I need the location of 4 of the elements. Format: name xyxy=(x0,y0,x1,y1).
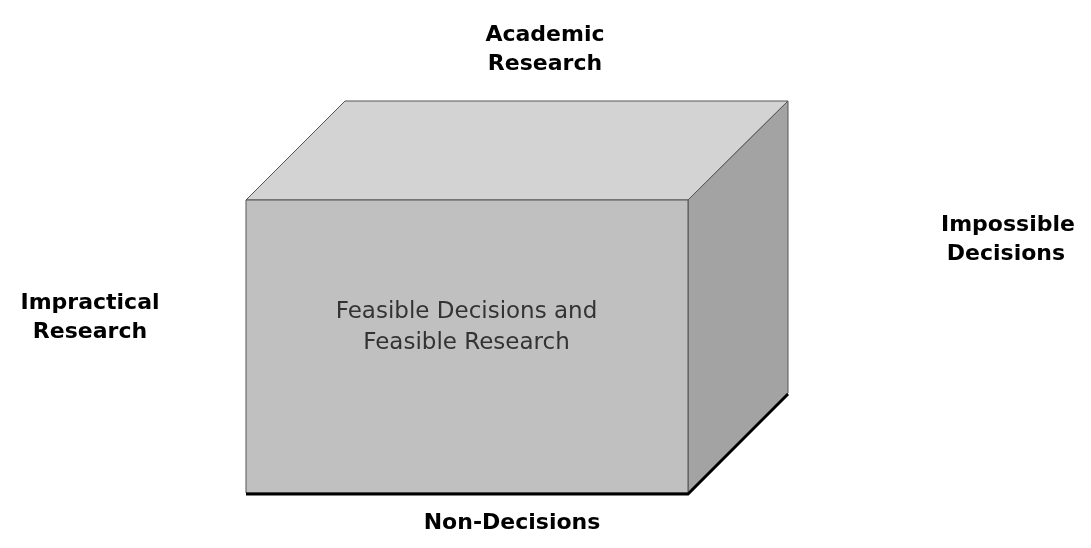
axis-label: Non-Decisions xyxy=(422,507,602,536)
axis-label: Impractical Research xyxy=(20,288,160,345)
box-label: Feasible Decisions and Feasible Research xyxy=(334,296,599,356)
axis-label: Academic Research xyxy=(484,20,606,77)
